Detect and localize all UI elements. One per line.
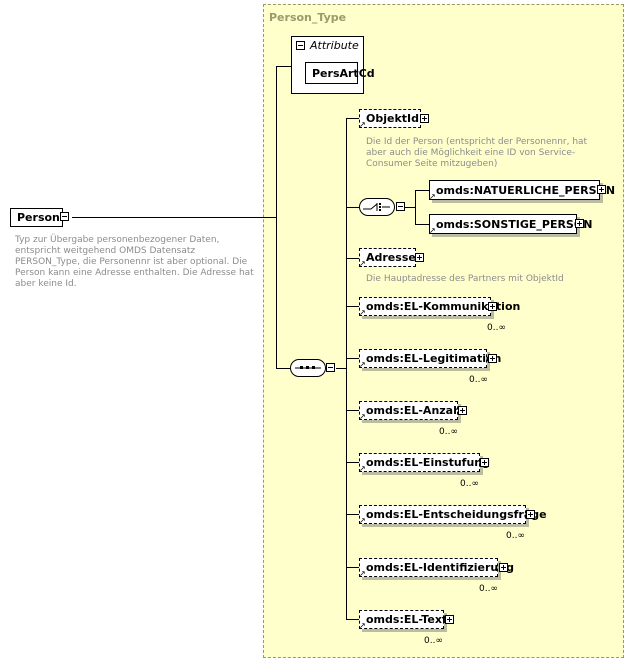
- connector: [346, 258, 359, 259]
- connector: [346, 207, 359, 208]
- connector: [346, 410, 359, 411]
- element-name: Person: [17, 211, 60, 224]
- cardinality: 0..∞: [439, 427, 458, 437]
- connector: [415, 190, 416, 224]
- element-documentation: Typ zur Übergabe personenbezogener Daten…: [15, 235, 254, 289]
- element-objektid[interactable]: ObjektId: [359, 109, 421, 128]
- cardinality: 0..∞: [460, 479, 479, 489]
- collapse-icon[interactable]: [296, 41, 305, 50]
- connector: [346, 514, 359, 515]
- element-natuerliche-person[interactable]: omds:NATUERLICHE_PERSON: [429, 180, 615, 200]
- expand-icon[interactable]: [488, 302, 497, 311]
- connector: [415, 190, 429, 191]
- expand-icon[interactable]: [415, 253, 424, 262]
- expand-icon[interactable]: [458, 406, 467, 415]
- reference-arrow-icon: ↗: [359, 259, 366, 268]
- reference-arrow-icon: ↗: [359, 516, 366, 525]
- expand-icon[interactable]: [499, 563, 508, 572]
- element-documentation: Die Hauptadresse des Partners mit Objekt…: [366, 274, 564, 284]
- connector: [276, 66, 292, 67]
- element-name: ObjektId: [366, 112, 419, 125]
- element-sonstige-person[interactable]: omds:SONSTIGE_PERSON: [429, 214, 592, 234]
- element-el-anzahl[interactable]: omds:EL-Anzahl: [359, 401, 465, 420]
- reference-arrow-icon: ↗: [359, 412, 366, 421]
- choice-compositor-icon[interactable]: [359, 198, 395, 216]
- reference-arrow-icon: ↗: [429, 226, 436, 235]
- connector: [405, 207, 415, 208]
- element-el-kommunikation[interactable]: omds:EL-Kommunikation: [359, 297, 520, 316]
- reference-arrow-icon: ↗: [359, 120, 366, 129]
- cardinality: 0..∞: [469, 375, 488, 385]
- connector: [346, 118, 359, 119]
- element-name: omds:EL-Identifizierung: [366, 561, 514, 574]
- connector: [276, 368, 290, 369]
- collapse-icon[interactable]: [396, 202, 405, 211]
- element-el-einstufung[interactable]: omds:EL-Einstufung: [359, 453, 490, 472]
- complex-type-box: [263, 4, 624, 658]
- collapse-icon[interactable]: [326, 363, 335, 372]
- element-el-identifizierung[interactable]: omds:EL-Identifizierung: [359, 558, 514, 577]
- complex-type-title: Person_Type: [269, 11, 347, 24]
- cardinality: 0..∞: [424, 636, 443, 646]
- attributes-label: Attribute: [310, 39, 359, 52]
- reference-arrow-icon: ↗: [359, 569, 366, 578]
- connector: [346, 118, 347, 620]
- element-el-legitimation[interactable]: omds:EL-Legitimation: [359, 349, 501, 368]
- reference-arrow-icon: ↗: [359, 464, 366, 473]
- connector: [346, 358, 359, 359]
- connector: [346, 619, 359, 620]
- collapse-icon[interactable]: [60, 212, 69, 221]
- cardinality: 0..∞: [479, 584, 498, 594]
- expand-icon[interactable]: [445, 615, 454, 624]
- element-documentation: Die Id der Person (entspricht der Person…: [366, 137, 588, 169]
- element-el-entscheidungsfrage[interactable]: omds:EL-Entscheidungsfrage: [359, 505, 547, 524]
- connector: [336, 368, 346, 369]
- element-el-text[interactable]: omds:EL-Text: [359, 610, 448, 629]
- connector: [346, 306, 359, 307]
- connector: [276, 66, 277, 369]
- expand-icon[interactable]: [488, 354, 497, 363]
- expand-icon[interactable]: [420, 114, 429, 123]
- cardinality: 0..∞: [506, 531, 525, 541]
- reference-arrow-icon: ↗: [359, 360, 366, 369]
- expand-icon[interactable]: [575, 219, 584, 228]
- attribute-name: PersArtCd: [312, 66, 375, 80]
- connector: [415, 224, 429, 225]
- connector: [72, 217, 276, 218]
- connector: [346, 462, 359, 463]
- element-name: omds:SONSTIGE_PERSON: [436, 217, 593, 231]
- expand-icon[interactable]: [526, 510, 535, 519]
- element-name: omds:EL-Einstufung: [366, 456, 491, 469]
- sequence-compositor-icon[interactable]: [290, 359, 326, 377]
- cardinality: 0..∞: [487, 323, 506, 333]
- reference-arrow-icon: ↗: [429, 192, 436, 201]
- element-name: omds:NATUERLICHE_PERSON: [436, 183, 616, 197]
- element-name: omds:EL-Kommunikation: [366, 300, 521, 313]
- connector: [346, 567, 359, 568]
- attribute-persartcd[interactable]: PersArtCd: [305, 62, 375, 84]
- element-name: omds:EL-Entscheidungsfrage: [366, 508, 547, 521]
- element-name: omds:EL-Anzahl: [366, 404, 465, 417]
- reference-arrow-icon: ↗: [359, 308, 366, 317]
- element-adresse[interactable]: Adresse: [359, 248, 416, 267]
- element-name: omds:EL-Legitimation: [366, 352, 502, 365]
- element-person[interactable]: Person: [10, 208, 63, 227]
- attributes-tab: [291, 36, 364, 56]
- element-name: Adresse: [366, 251, 416, 264]
- reference-arrow-icon: ↗: [359, 621, 366, 630]
- element-name: omds:EL-Text: [366, 613, 448, 626]
- expand-icon[interactable]: [480, 458, 489, 467]
- expand-icon[interactable]: [597, 185, 606, 194]
